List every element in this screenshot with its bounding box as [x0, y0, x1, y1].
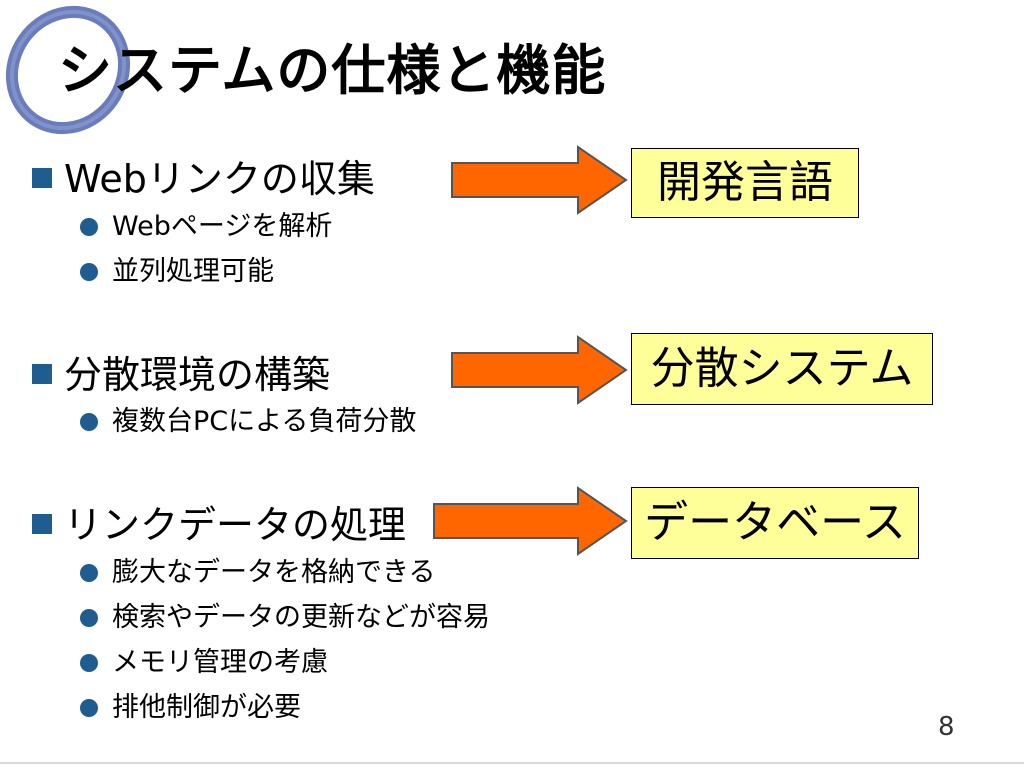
result-box-distributed: 分散システム: [631, 333, 933, 405]
result-box-database: データベース: [631, 487, 919, 559]
sub-bullet-text: 複数台PCによる負荷分散: [112, 406, 417, 437]
round-bullet-icon: [80, 609, 98, 627]
right-arrow-icon: [433, 486, 628, 556]
sub-bullet-text: メモリ管理の考慮: [112, 647, 328, 678]
section-heading: リンクデータの処理: [64, 503, 407, 547]
round-bullet-icon: [80, 654, 98, 672]
sub-bullet-text: 排他制御が必要: [112, 692, 301, 723]
sub-bullet-text: Webページを解析: [112, 211, 333, 242]
round-bullet-icon: [80, 218, 98, 236]
square-bullet-icon: [32, 168, 52, 188]
round-bullet-icon: [80, 263, 98, 281]
section-heading: Webリンクの収集: [64, 157, 375, 201]
result-box-language: 開発言語: [631, 148, 859, 218]
square-bullet-icon: [32, 364, 52, 384]
square-bullet-icon: [32, 514, 52, 534]
sub-bullet-text: 膨大なデータを格納できる: [112, 557, 436, 588]
page-number: 8: [938, 712, 955, 742]
sub-bullet-text: 検索やデータの更新などが容易: [112, 602, 490, 633]
right-arrow-icon: [451, 335, 628, 405]
right-arrow-icon: [451, 145, 628, 215]
round-bullet-icon: [80, 564, 98, 582]
title-swoosh-decoration: [5, 5, 131, 135]
round-bullet-icon: [80, 413, 98, 431]
footer-divider: [0, 762, 1024, 764]
round-bullet-icon: [80, 699, 98, 717]
section-heading: 分散環境の構築: [64, 353, 331, 397]
slide-title: システムの仕様と機能: [58, 39, 607, 102]
sub-bullet-text: 並列処理可能: [112, 256, 274, 287]
